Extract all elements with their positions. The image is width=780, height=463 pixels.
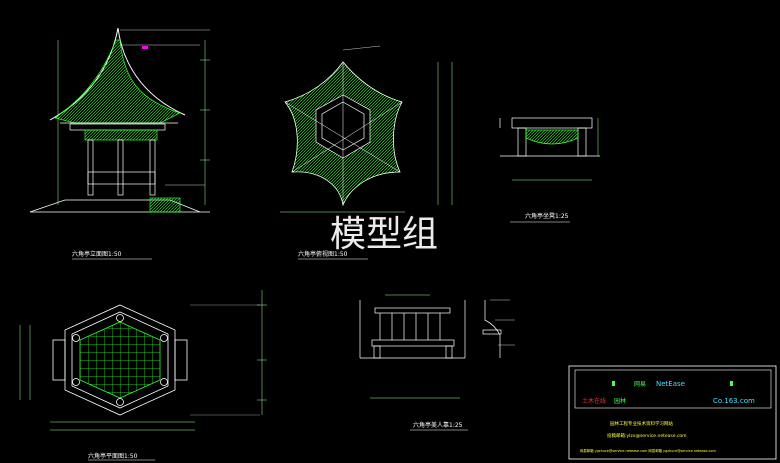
title-line-2: 投稿邮箱:ylzx@service.netease.com	[607, 432, 687, 439]
left-red-text: 土木在线	[582, 397, 606, 405]
brand-cn: 网易	[634, 381, 646, 388]
roof-plan-label: 六角亭俯视图1:50	[298, 250, 348, 258]
watermark-text: 模型组	[330, 214, 438, 255]
bench-section-view	[499, 117, 600, 181]
railing-label: 六角亭美人靠1:25	[413, 421, 463, 429]
elevation-view-label: 六角亭立面图1:50	[72, 250, 122, 258]
roof-plan-view	[280, 45, 453, 213]
brand-en: NetEase	[656, 380, 685, 388]
floor-plan-view	[19, 290, 267, 431]
railing-view	[359, 294, 515, 399]
brand-mark-right-icon	[730, 381, 733, 386]
title-block: 网易 NetEase 土木在线 园林 Co.163.com 园林工程专业技术资料…	[568, 365, 777, 460]
title-line-1: 园林工程专业技术资料学习网站	[610, 420, 673, 427]
pavilion-elevation-view	[29, 27, 210, 213]
domain-text: Co.163.com	[713, 397, 755, 405]
brand-mark-left-icon	[612, 381, 615, 386]
bench-section-label: 六角亭坐凳1:25	[525, 212, 569, 220]
left-green-text: 园林	[614, 397, 626, 405]
title-line-3: 网易邮箱 ygzhuce@service.netease.com 网易邮箱 yg…	[580, 448, 716, 453]
floor-plan-label: 六角亭平面图1:50	[88, 452, 138, 460]
